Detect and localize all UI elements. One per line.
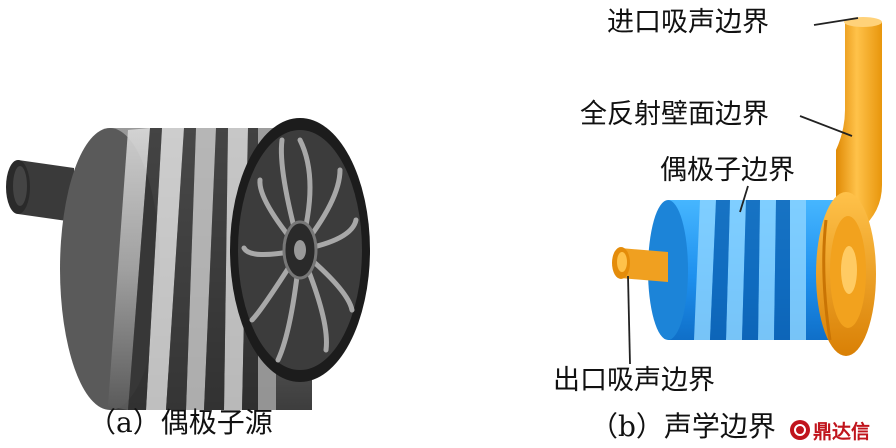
caption-panel-b: （b）声学边界 xyxy=(590,410,776,443)
label-outlet-absorbing-boundary: 出口吸声边界 xyxy=(553,365,715,396)
label-inlet-absorbing-boundary: 进口吸声边界 xyxy=(607,7,769,38)
label-total-reflection-wall-boundary: 全反射壁面边界 xyxy=(580,99,769,130)
leader-dipole xyxy=(739,185,749,213)
dipole-source-model xyxy=(6,118,370,410)
leader-lines xyxy=(627,17,859,365)
gray-inlet-stub xyxy=(6,160,74,222)
orange-inlet-pipe xyxy=(836,22,882,230)
leader-wall xyxy=(799,115,853,137)
leader-inlet xyxy=(813,17,859,26)
watermark-logo-icon xyxy=(790,420,810,440)
label-dipole-boundary: 偶极子边界 xyxy=(660,155,795,186)
leader-outlet xyxy=(627,275,631,365)
watermark-text: 鼎达信 xyxy=(813,420,871,443)
blue-rings xyxy=(694,200,806,340)
acoustic-boundary-model xyxy=(612,17,882,356)
watermark: 鼎达信 xyxy=(790,418,871,443)
gray-impeller-face xyxy=(230,118,370,382)
orange-outlet-stub xyxy=(612,247,668,282)
caption-panel-a: （a）偶极子源 xyxy=(88,406,273,439)
orange-volute xyxy=(816,192,876,356)
